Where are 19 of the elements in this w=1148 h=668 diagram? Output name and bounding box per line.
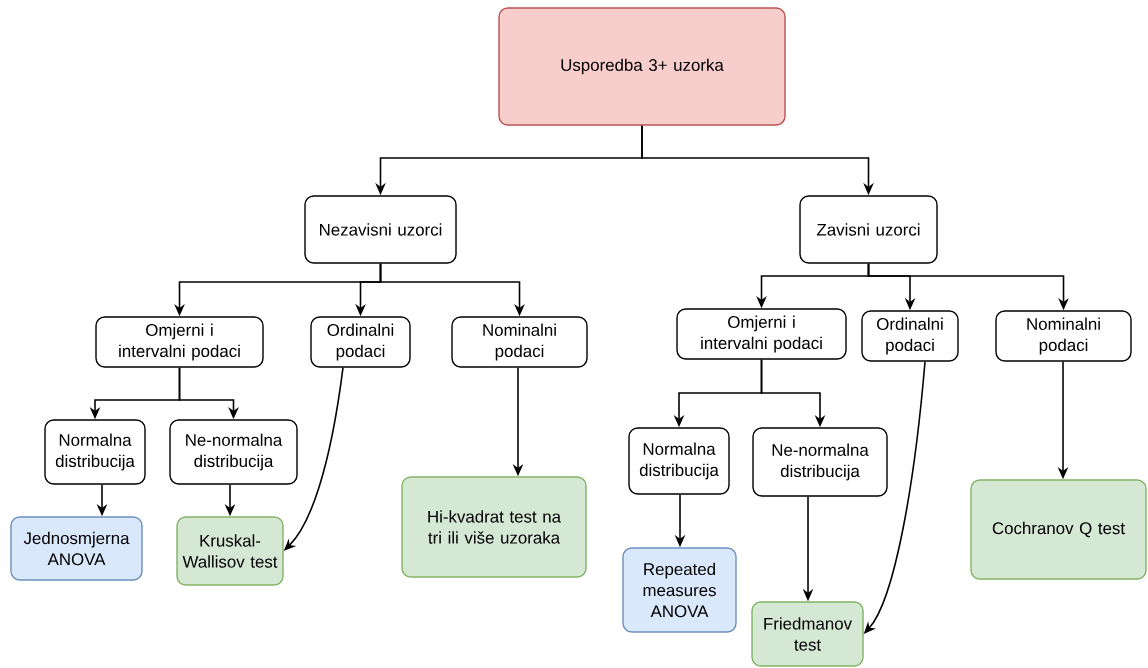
category-box: Nominalni podaci <box>451 316 588 368</box>
title-box: Usporedba 3+ uzorka <box>498 7 786 126</box>
test-box: Friedmanov test <box>751 601 864 667</box>
category-box: Ordinalni podaci <box>861 310 959 362</box>
test-box: Jednosmjerna ANOVA <box>10 516 143 581</box>
category-box: Omjerni i intervalni podaci <box>95 316 264 368</box>
category-box: Ordinalni podaci <box>310 316 411 368</box>
category-box: Ne-normalna distribucija <box>752 427 888 497</box>
category-box: Zavisni uzorci <box>799 195 938 264</box>
category-box: Nezavisni uzorci <box>304 195 457 264</box>
category-box: Ne-normalna distribucija <box>169 419 298 485</box>
test-box: Hi-kvadrat test na tri ili više uzoraka <box>401 476 587 578</box>
test-box: Repeated measures ANOVA <box>622 547 737 633</box>
test-box: Kruskal-Wallisov test <box>176 516 284 586</box>
category-box: Nominalni podaci <box>995 310 1132 362</box>
category-box: Omjerni i intervalni podaci <box>676 308 847 360</box>
category-box: Normalna distribucija <box>628 427 730 495</box>
category-box: Normalna distribucija <box>44 419 146 485</box>
test-box: Cochranov Q test <box>970 479 1147 580</box>
